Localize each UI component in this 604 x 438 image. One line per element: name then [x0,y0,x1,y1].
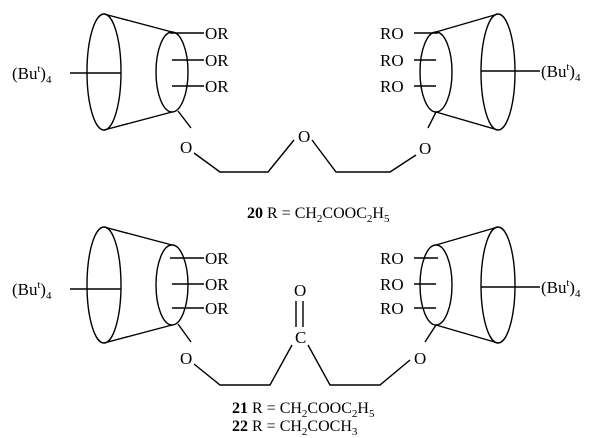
ro-label: RO [380,249,404,268]
structure-20: OR OR OR (But)4 O O O RO RO RO (But)4 [12,13,581,173]
oxygen-label: O [180,138,192,157]
structure-21-22: OR OR OR (But)4 O C O O RO RO RO (But)4 [12,226,581,386]
caption-21: 21 R = CH2COOC2H5 [232,400,375,420]
ether-bridge-left [193,139,295,173]
carbon-label: C [295,328,306,347]
caption-20: 20 R = CH2COOC2H5 [247,205,390,225]
butyl-label: (But)4 [12,280,52,302]
or-label: OR [205,77,229,96]
ketone-bridge-left [193,344,293,386]
or-label: OR [205,249,229,268]
oxygen-label: O [298,127,310,146]
oxygen-label: O [294,281,306,300]
ketone-bridge-right [307,344,411,386]
right-cone-20 [414,13,540,131]
ro-label: RO [380,77,404,96]
left-cone-20 [70,13,204,131]
or-label: OR [205,275,229,294]
oxygen-label: O [180,349,192,368]
right-cone-21 [414,226,540,344]
or-label: OR [205,51,229,70]
ro-label: RO [380,299,404,318]
left-cone-21 [70,226,204,344]
ro-label: RO [380,24,404,43]
or-label: OR [205,24,229,43]
butyl-label: (But)4 [541,278,581,300]
ether-bridge-right [311,139,417,173]
ro-label: RO [380,275,404,294]
butyl-label: (But)4 [541,62,581,84]
ro-label: RO [380,51,404,70]
caption-22: 22 R = CH2COCH3 [232,418,358,438]
butyl-label: (But)4 [12,64,52,86]
oxygen-label: O [414,349,426,368]
or-label: OR [205,299,229,318]
oxygen-label: O [419,139,431,158]
